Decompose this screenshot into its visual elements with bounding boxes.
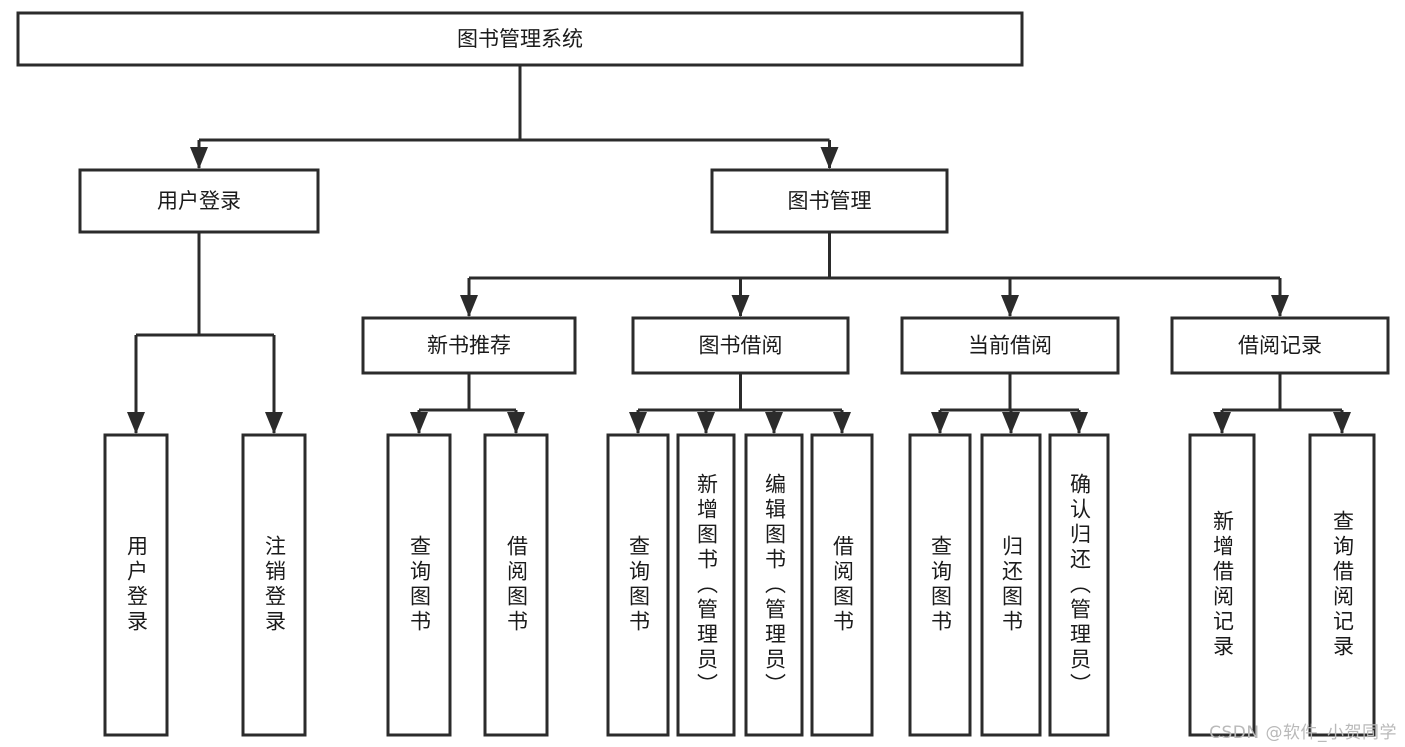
leaf-node-5[interactable] xyxy=(676,433,736,737)
arrow-to-leaf-3 xyxy=(507,412,525,434)
leaf-node-rect[interactable] xyxy=(386,433,452,737)
level3-node-2[interactable] xyxy=(900,316,1120,375)
leaf-node-8[interactable] xyxy=(908,433,972,737)
arrow-to-leaf-12 xyxy=(1333,412,1351,434)
level3-node-rect[interactable] xyxy=(361,316,577,375)
arrow-to-leaf-0 xyxy=(127,412,145,434)
leaf-node-rect[interactable] xyxy=(1188,433,1256,737)
level2-node-label-0: 用户登录 xyxy=(157,189,241,213)
level3-node-3[interactable] xyxy=(1170,316,1390,375)
arrow-to-level2-0 xyxy=(190,147,208,169)
leaf-node-rect[interactable] xyxy=(103,433,169,737)
leaf-node-10[interactable] xyxy=(1048,433,1110,737)
leaf-node-rect[interactable] xyxy=(744,433,804,737)
arrow-to-leaf-2 xyxy=(410,412,428,434)
level3-node-0[interactable] xyxy=(361,316,577,375)
level2-node-rect[interactable] xyxy=(710,168,949,234)
arrow-to-level3-2 xyxy=(1001,295,1019,317)
arrow-to-level3-0 xyxy=(460,295,478,317)
level3-node-1[interactable] xyxy=(631,316,850,375)
leaf-node-11[interactable] xyxy=(1188,433,1256,737)
level3-node-rect[interactable] xyxy=(1170,316,1390,375)
arrow-to-leaf-5 xyxy=(697,412,715,434)
leaf-node-rect[interactable] xyxy=(810,433,874,737)
level3-node-rect[interactable] xyxy=(631,316,850,375)
leaf-node-rect[interactable] xyxy=(676,433,736,737)
arrow-to-level3-1 xyxy=(731,295,750,317)
level3-node-label-3: 借阅记录 xyxy=(1238,334,1322,358)
level3-node-rect[interactable] xyxy=(900,316,1120,375)
leaf-node-2[interactable] xyxy=(386,433,452,737)
leaf-node-3[interactable] xyxy=(483,433,549,737)
leaf-node-12[interactable] xyxy=(1308,433,1376,737)
arrow-to-leaf-10 xyxy=(1070,412,1088,434)
arrow-to-leaf-4 xyxy=(629,412,647,434)
level3-node-label-2: 当前借阅 xyxy=(968,334,1052,358)
leaf-node-rect[interactable] xyxy=(1048,433,1110,737)
leaf-node-rect[interactable] xyxy=(1308,433,1376,737)
leaf-node-rect[interactable] xyxy=(980,433,1042,737)
leaf-node-0[interactable] xyxy=(103,433,169,737)
level2-node-1[interactable] xyxy=(710,168,949,234)
arrow-to-level3-3 xyxy=(1271,295,1289,317)
arrow-to-leaf-8 xyxy=(931,412,949,434)
leaf-node-rect[interactable] xyxy=(606,433,670,737)
level2-node-0[interactable] xyxy=(78,168,320,234)
leaf-node-7[interactable] xyxy=(810,433,874,737)
leaf-node-9[interactable] xyxy=(980,433,1042,737)
leaf-node-6[interactable] xyxy=(744,433,804,737)
leaf-node-rect[interactable] xyxy=(483,433,549,737)
arrow-to-leaf-7 xyxy=(833,412,851,434)
leaf-node-4[interactable] xyxy=(606,433,670,737)
level3-node-label-0: 新书推荐 xyxy=(427,334,511,358)
watermark: CSDN @软件_小贺同学 xyxy=(1209,723,1397,743)
arrow-to-leaf-1 xyxy=(265,412,283,434)
node-box-layer xyxy=(16,11,1390,737)
arrow-to-leaf-6 xyxy=(765,412,783,434)
root-node-label: 图书管理系统 xyxy=(457,27,583,51)
leaf-node-rect[interactable] xyxy=(908,433,972,737)
level2-node-label-1: 图书管理 xyxy=(788,189,872,213)
level3-node-label-1: 图书借阅 xyxy=(699,334,783,358)
leaf-node-rect[interactable] xyxy=(241,433,307,737)
arrow-to-leaf-9 xyxy=(1002,412,1020,434)
root-node-rect[interactable] xyxy=(16,11,1024,67)
connector-layer xyxy=(127,65,1351,434)
level2-node-rect[interactable] xyxy=(78,168,320,234)
root-node[interactable] xyxy=(16,11,1024,67)
arrow-to-leaf-11 xyxy=(1213,412,1231,434)
arrow-to-level2-1 xyxy=(820,147,839,169)
leaf-node-1[interactable] xyxy=(241,433,307,737)
